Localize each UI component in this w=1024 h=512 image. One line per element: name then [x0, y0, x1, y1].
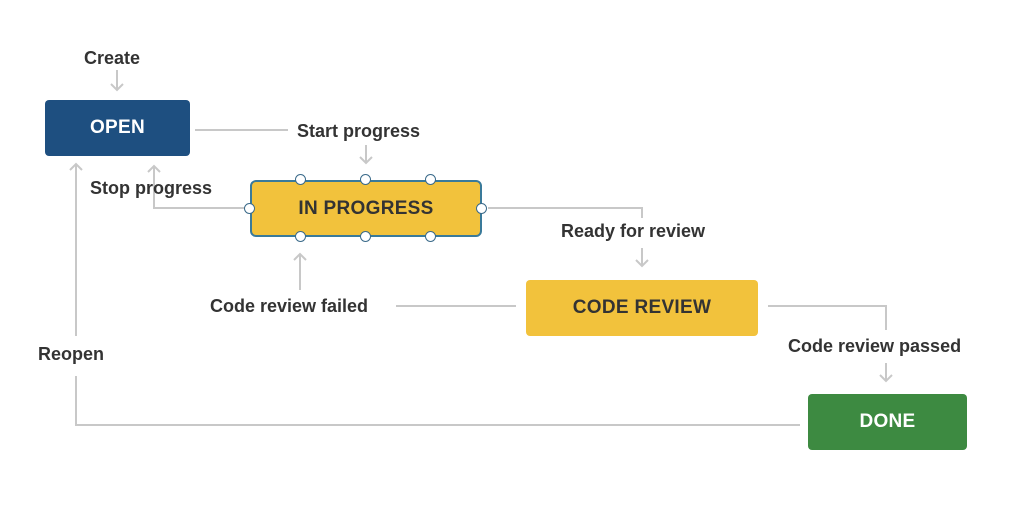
resize-handle[interactable]: [476, 203, 487, 214]
code-review-passed-arrow: [879, 363, 893, 383]
transition-reopen-label[interactable]: Reopen: [38, 344, 105, 364]
transition-code-review-failed-label[interactable]: Code review failed: [210, 296, 369, 316]
resize-handle[interactable]: [295, 174, 306, 185]
resize-handle[interactable]: [360, 231, 371, 242]
resize-handle[interactable]: [295, 231, 306, 242]
transition-code-review-passed-label[interactable]: Code review passed: [788, 336, 962, 356]
transition-ready-for-review-label[interactable]: Ready for review: [561, 221, 706, 241]
state-in-progress[interactable]: IN PROGRESS: [250, 180, 482, 237]
stop-progress-connector: [147, 164, 246, 209]
ready-for-review-connector: [488, 207, 643, 218]
transition-create-label[interactable]: Create: [84, 48, 141, 68]
reopen-arrow: [69, 162, 83, 336]
reopen-connector: [75, 376, 800, 426]
code-review-failed-arrow: [293, 252, 307, 290]
transition-start-progress-label[interactable]: Start progress: [297, 121, 421, 141]
resize-handle[interactable]: [360, 174, 371, 185]
code-review-passed-connector: [768, 305, 887, 330]
resize-handle[interactable]: [425, 174, 436, 185]
ready-for-review-arrow: [635, 248, 649, 268]
resize-handle[interactable]: [425, 231, 436, 242]
state-open[interactable]: OPEN: [45, 100, 190, 156]
create-connector: [110, 70, 124, 92]
state-code-review[interactable]: CODE REVIEW: [526, 280, 758, 336]
state-done[interactable]: DONE: [808, 394, 967, 450]
resize-handle[interactable]: [244, 203, 255, 214]
start-progress-arrow: [359, 145, 373, 165]
transition-stop-progress-label[interactable]: Stop progress: [90, 178, 213, 198]
